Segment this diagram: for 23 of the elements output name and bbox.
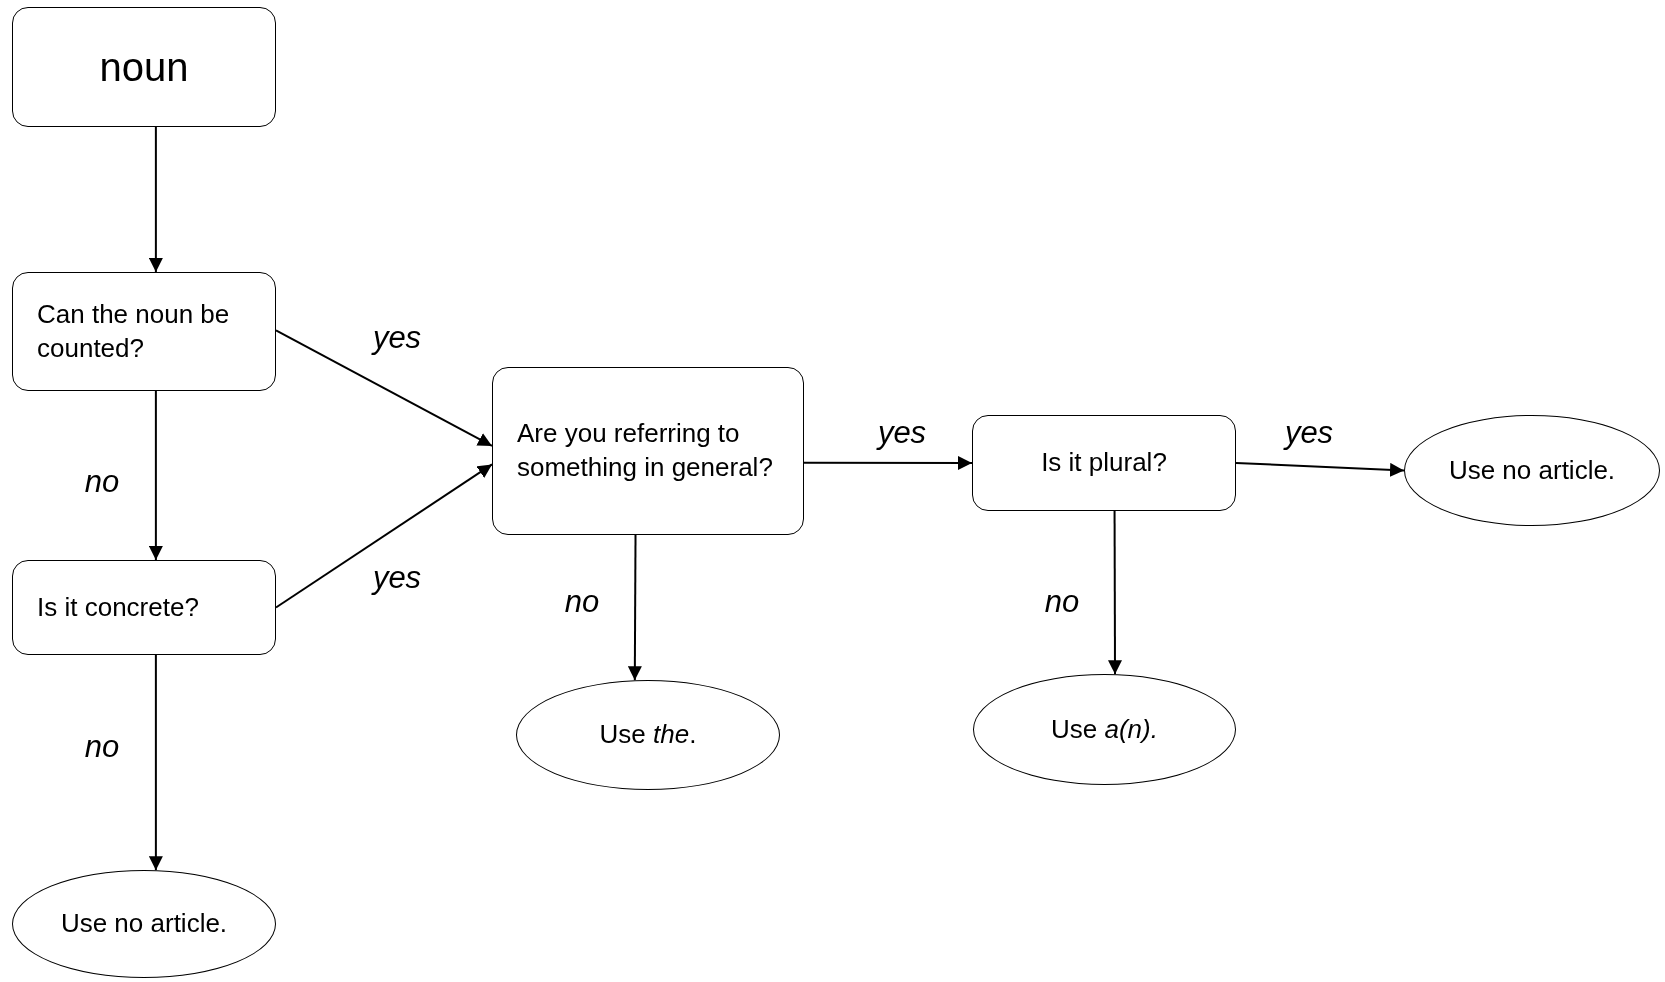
process-box (492, 367, 804, 535)
node-text: Is it plural? (1041, 446, 1167, 480)
node-text: Can the noun be counted? (37, 297, 231, 365)
node-text: Use no article. (1448, 453, 1616, 487)
process-box (12, 560, 276, 655)
node-text: Use the. (599, 718, 697, 752)
arrow (148, 390, 163, 561)
arrow (148, 654, 163, 872)
arrow (275, 463, 493, 609)
node-text: Is it concrete? (37, 590, 199, 624)
arrow (1108, 510, 1122, 676)
process-box (12, 272, 276, 391)
node-text: noun (99, 44, 189, 91)
node-text: Use a(n). (1051, 712, 1158, 746)
arrow (803, 456, 973, 470)
arrow (148, 126, 163, 273)
arrow (627, 534, 642, 682)
arrow (275, 329, 493, 447)
node-text: Use no article. (60, 907, 228, 941)
arrow (1235, 462, 1405, 477)
process-box (12, 7, 276, 127)
process-box (972, 415, 1236, 511)
node-text: Are you referring to something in general? (517, 417, 774, 484)
